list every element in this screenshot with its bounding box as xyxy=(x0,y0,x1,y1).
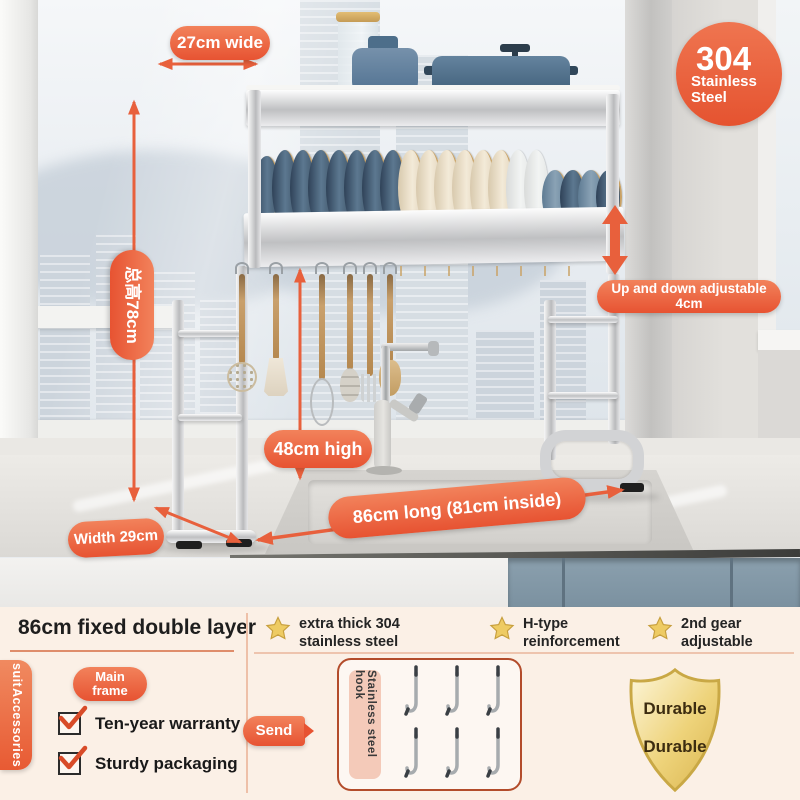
steel-hook-icon xyxy=(485,664,507,726)
send-badge: Send xyxy=(243,716,314,746)
height-48-label: 48cm high xyxy=(264,430,372,468)
rack-crossbar xyxy=(548,392,618,399)
rack-post-left xyxy=(248,90,261,268)
foot-pad xyxy=(620,483,644,492)
checklist-item: Sturdy packaging xyxy=(58,745,238,775)
faucet-arm xyxy=(381,343,435,351)
star-icon xyxy=(489,615,515,640)
window-frame-right xyxy=(625,0,672,462)
updown-arrow xyxy=(602,205,628,275)
utensil-hook-icon xyxy=(343,262,357,274)
cabinets xyxy=(508,558,800,607)
section-title: 86cm fixed double layer xyxy=(18,616,257,639)
hanging-utensil-fork xyxy=(354,262,386,402)
info-section: 86cm fixed double layer suit Accessories… xyxy=(0,607,800,800)
hanging-utensil-spatula xyxy=(260,262,292,396)
star-icon xyxy=(265,615,291,640)
utensil-hook-icon xyxy=(383,262,397,274)
shadow xyxy=(160,543,270,553)
rack-crossbar xyxy=(548,316,618,323)
checklist-item: Ten-year warranty xyxy=(58,705,240,735)
utensil-hook-icon xyxy=(363,262,377,274)
hook-accessory-box: Stainless steel hook xyxy=(337,658,522,791)
width-top-label: 27cm wide xyxy=(170,26,270,60)
casserole-handle xyxy=(566,66,578,75)
rack-second-shelf xyxy=(243,206,625,268)
faucet-body xyxy=(374,400,391,470)
star-icon xyxy=(647,615,673,640)
utensil-hook-icon xyxy=(315,262,329,274)
building xyxy=(40,255,90,445)
kitchen-photo: 27cm wide 304 Stainless Steel 总高78cm Up … xyxy=(0,0,800,607)
steel-hook-icon xyxy=(403,664,425,726)
rack-crossbar xyxy=(178,330,242,337)
title-underline xyxy=(10,650,234,652)
faucet-spout xyxy=(428,341,439,356)
suit-accessories-tab: suit Accessories xyxy=(0,660,32,770)
faucet-neck xyxy=(381,346,390,404)
durable-shield-badge: Durable Durable xyxy=(616,665,734,795)
cabinet-gap xyxy=(562,558,565,607)
jar-lid xyxy=(336,12,380,22)
hanging-utensil-whisk xyxy=(306,262,338,426)
main-frame-badge: Main frame xyxy=(73,667,147,701)
foot-pad xyxy=(176,541,202,549)
window-sill xyxy=(38,420,625,438)
steel-hook-icon xyxy=(403,726,425,788)
steel-hook-icon xyxy=(485,726,507,788)
rack-crossbar xyxy=(178,414,242,421)
badge-304-stainless: 304 Stainless Steel xyxy=(676,22,782,126)
total-height-label: 总高78cm xyxy=(110,250,154,360)
casserole-lid-handle xyxy=(500,44,530,52)
s-hook-rail xyxy=(400,266,570,276)
utensil-hook-icon xyxy=(269,262,283,274)
far-window-glass xyxy=(776,0,800,330)
utensil-hook-icon xyxy=(235,262,249,274)
width-bottom-label: Width 29cm xyxy=(67,517,165,559)
hanging-utensil-slotted-spoon xyxy=(334,262,366,402)
shield-icon xyxy=(629,667,721,793)
cabinet-gap xyxy=(730,558,733,607)
hook-grid xyxy=(393,664,517,788)
adjustable-label: Up and down adjustable 4cm xyxy=(597,280,781,313)
rack-top-rail xyxy=(246,85,620,91)
faucet-base xyxy=(366,466,402,475)
rack-top-shelf xyxy=(246,90,620,126)
casserole-handle xyxy=(424,66,436,75)
steel-hook-icon xyxy=(444,664,466,726)
depth-arrow xyxy=(153,506,243,544)
far-window-sill xyxy=(758,330,800,350)
features-divider xyxy=(254,652,794,654)
rack-leg xyxy=(544,300,556,460)
hanging-utensil-wooden-turner xyxy=(374,262,406,396)
pot-lid-knob xyxy=(368,36,398,49)
width-arrow xyxy=(157,58,259,70)
checkbox-checked-icon xyxy=(58,745,88,775)
hanging-utensil-skimmer xyxy=(226,262,258,392)
hook-box-label: Stainless steel hook xyxy=(349,670,381,779)
window-frame-left xyxy=(0,0,38,450)
vertical-divider xyxy=(246,613,248,793)
badge-304-number: 304 xyxy=(696,39,752,77)
rack-foot-right xyxy=(540,430,644,490)
checkbox-checked-icon xyxy=(58,705,88,735)
casserole-lid-knob xyxy=(512,50,518,58)
steel-hook-icon xyxy=(444,726,466,788)
counter-front xyxy=(0,558,520,607)
